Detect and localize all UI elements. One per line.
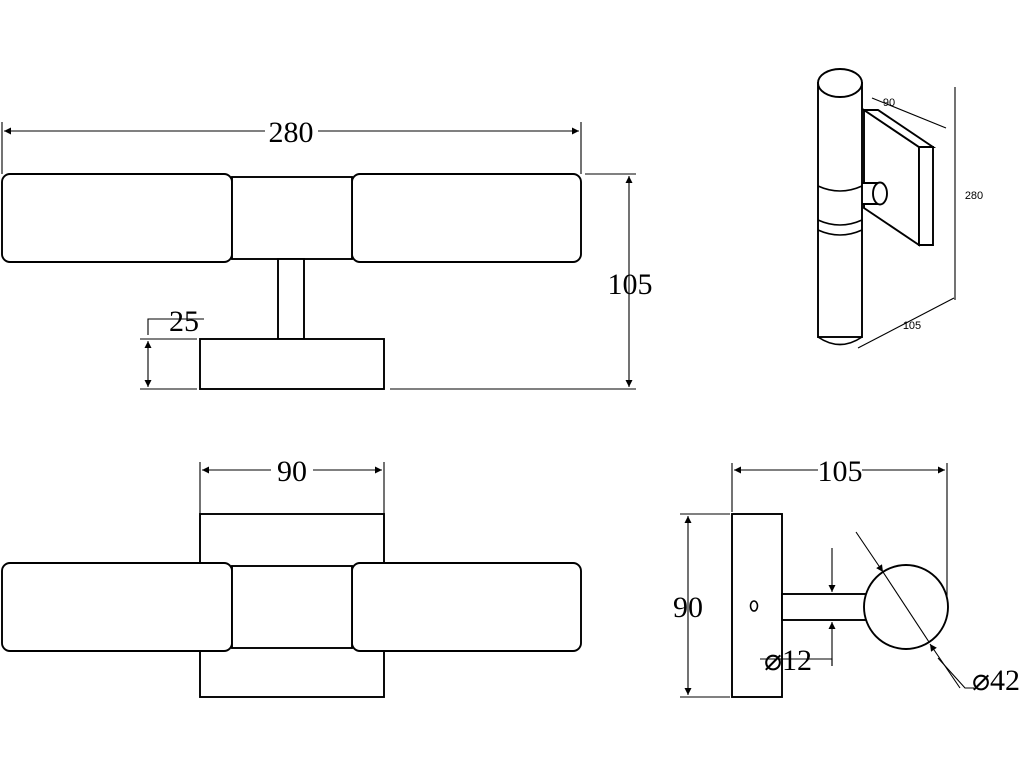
dim-arm-diameter: ⌀12 — [760, 548, 836, 677]
iso-label-280: 280 — [965, 190, 983, 202]
top-left-tube — [1, 562, 233, 652]
front-center-coupler — [231, 176, 353, 260]
mounting-hole — [749, 600, 759, 612]
dim-label-90-side: 90 — [673, 591, 703, 624]
front-right-tube — [351, 173, 582, 263]
dim-top-base-width: 90 — [199, 455, 385, 514]
dim-base-thickness: 25 — [140, 305, 204, 390]
iso-tube — [817, 68, 863, 346]
iso-label-90: 90 — [883, 97, 895, 109]
iso-arm — [859, 181, 888, 206]
dim-label-280: 280 — [269, 116, 314, 149]
dim-label-105: 105 — [608, 268, 653, 301]
top-view: 90 — [1, 455, 582, 698]
top-center-coupler — [231, 565, 353, 649]
dim-tube-diameter: ⌀42 — [855, 531, 1020, 697]
iso-dims: 90 280 105 — [857, 87, 983, 349]
top-right-tube — [351, 562, 582, 652]
front-arm — [277, 258, 305, 340]
dim-label-90-top: 90 — [277, 455, 307, 488]
dim-label-12: ⌀12 — [764, 644, 812, 677]
dim-label-25: 25 — [169, 305, 199, 338]
isometric-view: 90 280 105 — [817, 68, 983, 349]
front-wall-base — [199, 338, 385, 390]
front-view: 280 105 25 — [1, 116, 653, 390]
iso-label-105: 105 — [903, 320, 921, 332]
side-view: 105 90 ⌀12 ⌀42 — [673, 455, 1020, 698]
dim-side-height: 90 — [673, 513, 730, 698]
side-arm — [781, 593, 868, 621]
front-left-tube — [1, 173, 233, 263]
dim-side-depth: 105 — [731, 455, 948, 600]
iso-wall-base — [860, 108, 937, 247]
dim-label-105-side: 105 — [818, 455, 863, 488]
dim-front-height: 105 — [390, 173, 653, 390]
dim-front-width: 280 — [1, 116, 582, 174]
dim-label-42: ⌀42 — [972, 664, 1020, 697]
